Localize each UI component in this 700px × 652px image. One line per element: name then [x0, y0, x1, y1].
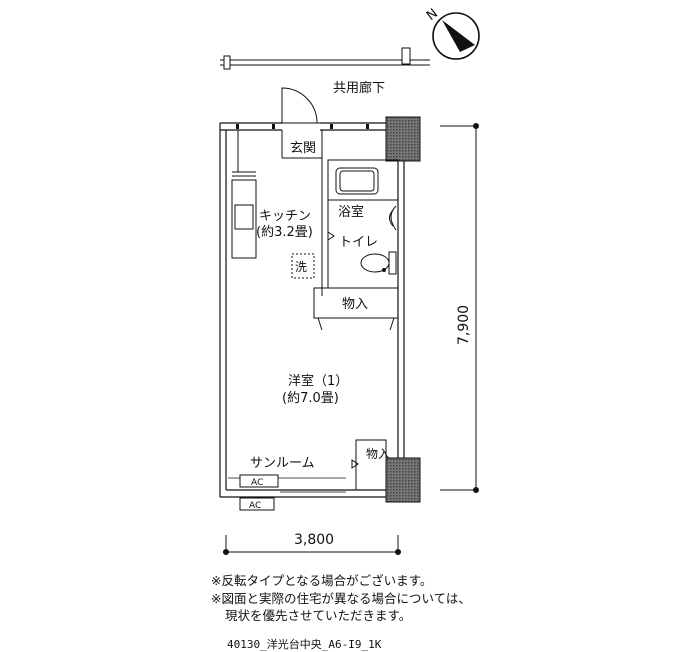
- corridor-label: 共用廊下: [333, 80, 385, 96]
- note-priority: 現状を優先させていただきます。: [225, 608, 412, 623]
- column-top-right: [385, 116, 421, 162]
- note-difference: ※図面と実際の住宅が異なる場合については、: [211, 591, 471, 606]
- ac-unit-lower: [239, 497, 275, 511]
- sink-fixture: [389, 205, 397, 231]
- washer-label: 洗: [295, 260, 307, 274]
- width-dimension: [223, 535, 401, 555]
- storage-small-label-text: 物入: [366, 447, 390, 461]
- bath-label: 浴室: [338, 204, 364, 220]
- western-room-area-label: (約7.0畳): [282, 391, 339, 406]
- storage-small-label: 物入: [366, 447, 390, 461]
- column-bottom-right: [385, 457, 421, 503]
- toilet-fixture: [360, 251, 397, 275]
- kitchen-area-label: (約3.2畳): [256, 225, 313, 240]
- compass-needle: [442, 20, 475, 52]
- bath-door-marker: [327, 231, 335, 241]
- kitchen-label: キッチン: [259, 209, 311, 224]
- entrance-area: [281, 130, 323, 296]
- height-dimension: [440, 123, 479, 493]
- plan-code: 40130_洋光台中央_A6-I9_1K: [227, 638, 382, 651]
- sunroom-label: サンルーム: [250, 456, 315, 471]
- kitchen-counter: [231, 130, 257, 259]
- toilet-label-text: トイレ: [339, 235, 378, 250]
- compass-ring: [432, 12, 480, 60]
- entrance-door: [281, 87, 320, 124]
- toilet-label: トイレ: [339, 235, 378, 250]
- washer-area: [291, 253, 315, 279]
- height-dimension-label: 7,900: [456, 305, 472, 345]
- corridor-railing: [220, 47, 430, 70]
- ac-upper-label: AC: [251, 478, 263, 488]
- storage-closet: [313, 287, 399, 331]
- top-wall-marks: [236, 124, 369, 129]
- outer-walls: [219, 122, 420, 498]
- western-room-label: 洋室（1）: [288, 373, 348, 389]
- ac-lower-label: AC: [249, 501, 261, 511]
- storage-label: 物入: [342, 297, 368, 312]
- ac-unit-upper: [239, 474, 279, 488]
- compass: N: [424, 6, 480, 60]
- width-dimension-label: 3,800: [294, 532, 334, 548]
- note-reverse-type: ※反転タイプとなる場合がございます。: [211, 573, 433, 588]
- entrance-label: 玄関: [290, 141, 316, 156]
- bathroom-block: [327, 159, 399, 289]
- storage-small-closet: [351, 439, 387, 491]
